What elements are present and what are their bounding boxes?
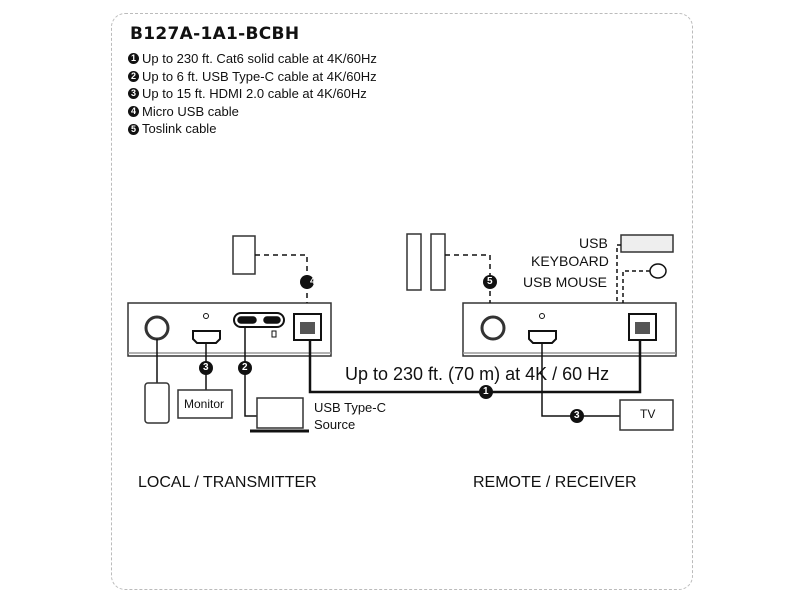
transmitter-unit [127,302,332,357]
badge-toslink: 5 [487,276,493,287]
product-title: B127A-1A1-BCBH [130,24,300,44]
badge-micro-usb: 4 [310,276,316,287]
usb-mouse-label: USB MOUSE [523,274,608,290]
legend-text: Micro USB cable [142,103,239,119]
number-badge-icon: 3 [128,88,139,100]
keyboard-icon [620,234,674,253]
speaker-icon [406,233,422,291]
usb-c-ports-icon [233,312,285,328]
monitor-label: Monitor [184,397,225,411]
number-badge-icon: 1 [128,53,139,65]
rj45-port-icon [293,313,322,341]
tv-icon [619,399,674,431]
remote-receiver-label: REMOTE / RECEIVER [473,474,637,491]
badge-usbc: 2 [242,362,248,373]
number-badge-icon: 4 [128,106,139,118]
number-badge-icon: 2 [128,70,139,82]
usb-label: USB [579,235,608,251]
legend-text: Toslink cable [142,121,217,137]
distance-label: Up to 230 ft. (70 m) at 4K / 60 Hz [345,364,610,384]
computer-tower-icon [232,235,256,275]
power-port-icon [480,315,506,341]
monitor-icon [177,389,233,419]
tv-label: TV [640,407,656,421]
legend-text: Up to 15 ft. HDMI 2.0 cable at 4K/60Hz [142,86,367,102]
keyboard-label: KEYBOARD [531,253,609,269]
cat6-cable [308,340,642,394]
legend-text: Up to 6 ft. USB Type-C cable at 4K/60Hz [142,68,377,84]
badge-cat6: 1 [483,386,489,397]
usb-c-source-label: USB Type-C [314,400,387,415]
speaker-icon [430,233,446,291]
diagram-frame [111,13,693,590]
badge-hdmi-local: 3 [203,362,209,373]
legend-text: Up to 230 ft. Cat6 solid cable at 4K/60H… [142,51,377,66]
badge-hdmi-remote: 3 [574,410,580,421]
rj45-port-icon [628,313,657,341]
power-outlet-icon [144,382,170,424]
mouse-icon [649,263,667,279]
laptop-icon [256,397,304,429]
usb-c-source-label-2: Source [314,417,356,432]
hdmi-port-icon [192,330,221,344]
hdmi-port-icon [528,330,557,344]
local-transmitter-label: LOCAL / TRANSMITTER [138,474,317,491]
number-badge-icon: 5 [128,123,139,135]
